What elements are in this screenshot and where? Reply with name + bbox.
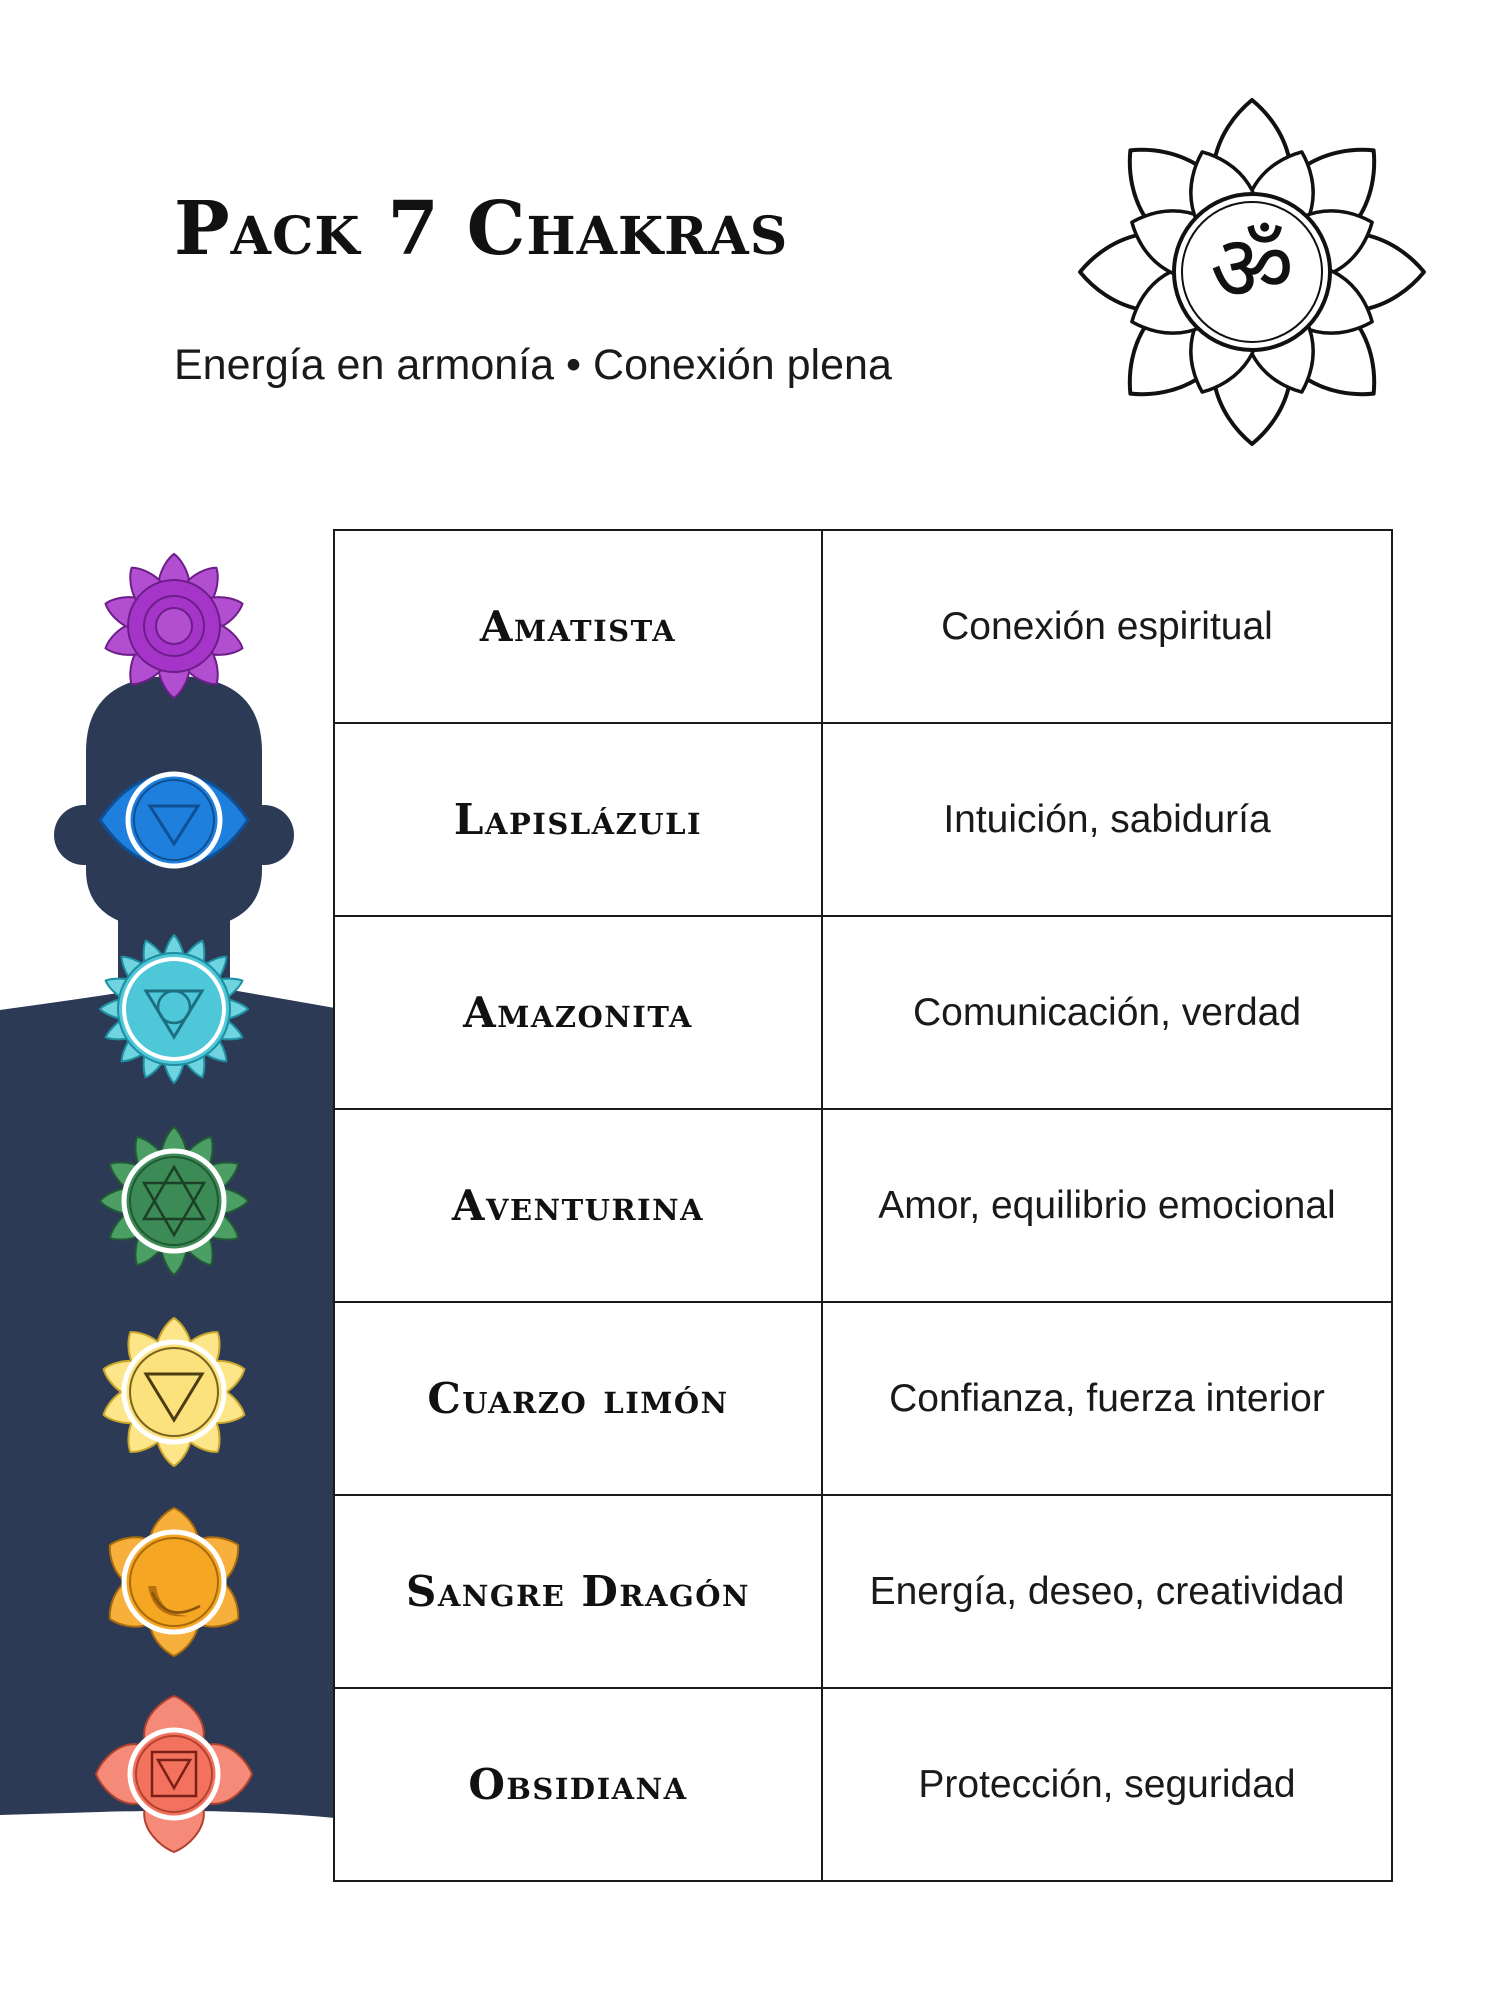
- stone-meaning: Intuición, sabiduría: [943, 797, 1271, 841]
- stone-cell: Amatista: [333, 529, 823, 724]
- meaning-cell: Confianza, fuerza interior: [821, 1301, 1393, 1496]
- stone-name: Aventurina: [451, 1181, 705, 1230]
- heart-chakra-icon: [98, 1125, 250, 1277]
- page-title: Pack 7 Chakras: [174, 186, 789, 272]
- stone-meaning: Energía, deseo, creatividad: [869, 1569, 1345, 1613]
- stone-meaning: Conexión espiritual: [941, 604, 1273, 648]
- table-row: Lapislázuli Intuición, sabiduría: [333, 722, 1393, 917]
- meaning-cell: Energía, deseo, creatividad: [821, 1494, 1393, 1689]
- stone-meaning: Confianza, fuerza interior: [889, 1376, 1325, 1420]
- table-row: Sangre Dragón Energía, deseo, creatividad: [333, 1494, 1393, 1689]
- om-lotus-icon: ॐ: [1078, 98, 1426, 446]
- meaning-cell: Conexión espiritual: [821, 529, 1393, 724]
- stone-name: Sangre Dragón: [406, 1567, 750, 1616]
- stone-cell: Amazonita: [333, 915, 823, 1110]
- page-subtitle: Energía en armonía • Conexión plena: [174, 341, 892, 389]
- stone-meaning: Comunicación, verdad: [912, 990, 1302, 1034]
- stone-cell: Obsidiana: [333, 1687, 823, 1882]
- meaning-cell: Comunicación, verdad: [821, 915, 1393, 1110]
- stone-cell: Sangre Dragón: [333, 1494, 823, 1689]
- crown-chakra-icon: [104, 552, 244, 700]
- table-row: Aventurina Amor, equilibrio emocional: [333, 1108, 1393, 1303]
- throat-chakra-icon: [98, 933, 250, 1085]
- stone-meaning: Protección, seguridad: [918, 1762, 1296, 1806]
- third-eye-chakra-icon: [98, 771, 250, 869]
- stone-cell: Aventurina: [333, 1108, 823, 1303]
- meaning-cell: Intuición, sabiduría: [821, 722, 1393, 917]
- stone-cell: Lapislázuli: [333, 722, 823, 917]
- table-row: Cuarzo limón Confianza, fuerza interior: [333, 1301, 1393, 1496]
- sacral-chakra-icon: [108, 1506, 240, 1658]
- stone-name: Lapislázuli: [453, 795, 703, 844]
- meaning-cell: Protección, seguridad: [821, 1687, 1393, 1882]
- stone-name: Amazonita: [463, 988, 693, 1037]
- stone-name: Cuarzo limón: [427, 1374, 729, 1423]
- table-row: Amatista Conexión espiritual: [333, 529, 1393, 724]
- stone-name: Obsidiana: [468, 1760, 688, 1809]
- svg-text:ॐ: ॐ: [1210, 215, 1294, 322]
- stone-name: Amatista: [479, 602, 677, 651]
- root-chakra-icon: [94, 1694, 254, 1854]
- stone-cell: Cuarzo limón: [333, 1301, 823, 1496]
- table-row: Amazonita Comunicación, verdad: [333, 915, 1393, 1110]
- table-row: Obsidiana Protección, seguridad: [333, 1687, 1393, 1882]
- solar-plexus-chakra-icon: [102, 1316, 246, 1468]
- stone-meaning: Amor, equilibrio emocional: [878, 1183, 1336, 1227]
- meaning-cell: Amor, equilibrio emocional: [821, 1108, 1393, 1303]
